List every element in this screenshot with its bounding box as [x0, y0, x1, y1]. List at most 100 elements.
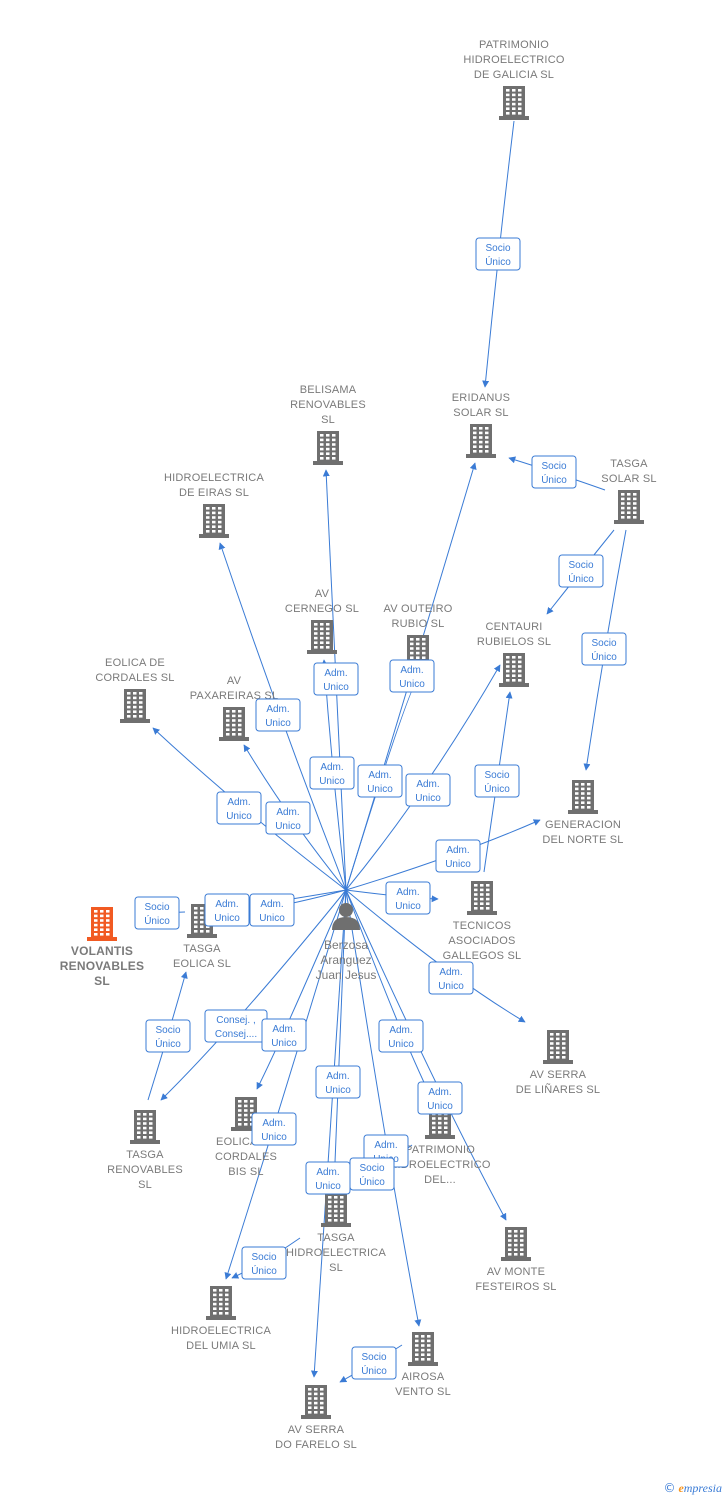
building-icon — [501, 1227, 531, 1261]
company-name-line: AV — [227, 675, 242, 687]
relation-label-line: Adm. — [326, 1071, 349, 1082]
brand-logo-initial: e — [678, 1481, 684, 1495]
company-name-line: PAXAREIRAS SL — [190, 690, 279, 702]
relation-label[interactable]: Adm.Unico — [357, 764, 403, 798]
company-name-line: DEL NORTE SL — [542, 834, 623, 846]
relation-label[interactable]: Consej. ,Consej.... — [204, 1009, 268, 1043]
copyright-footer[interactable]: © empresia — [663, 1481, 722, 1496]
relation-label-line: Único — [591, 650, 617, 663]
company-name-line: RENOVABLES — [60, 959, 144, 973]
company-name-line: AV — [315, 588, 330, 600]
relation-label-line: Único — [361, 1364, 387, 1377]
company-name-line: BIS SL — [228, 1166, 263, 1178]
relation-label-line: Unico — [438, 981, 464, 992]
relation-label[interactable]: Adm.Unico — [313, 662, 359, 696]
relation-label[interactable]: Adm.Unico — [309, 756, 355, 790]
relation-label[interactable]: Adm.Unico — [204, 893, 250, 927]
company-node-av-paxareiras[interactable]: AV PAXAREIRAS SL — [190, 675, 279, 741]
person-name-line: Juan Jesus — [316, 968, 377, 982]
relation-label[interactable]: Adm.Unico — [417, 1081, 463, 1115]
relation-label[interactable]: Adm.Unico — [305, 1161, 351, 1195]
person-name-line: Aranguez — [320, 953, 371, 967]
relation-label-line: Socio — [484, 770, 509, 781]
relation-label-line: Adm. — [227, 797, 250, 808]
relation-label[interactable]: Adm.Unico — [315, 1065, 361, 1099]
relation-label[interactable]: Adm. Unico — [389, 659, 435, 693]
relation-label[interactable]: Adm.Unico — [265, 801, 311, 835]
company-name-line: RENOVABLES — [290, 399, 366, 411]
company-name-line: AV MONTE — [487, 1266, 545, 1278]
company-name-line: SOLAR SL — [453, 407, 508, 419]
company-name-line: TASGA — [126, 1149, 164, 1161]
relation-label[interactable]: Adm.Unico — [249, 893, 295, 927]
relation-label-line: Adm. — [324, 668, 347, 679]
company-node-patrimonio-del[interactable]: PATRIMONIOHIDROELECTRICODEL... — [389, 1105, 491, 1186]
relation-label[interactable]: Adm.Unico — [405, 773, 451, 807]
relation-label-line: Unico — [399, 679, 425, 690]
company-name-line: VENTO SL — [395, 1386, 451, 1398]
relation-label[interactable]: Adm. Unico — [216, 791, 262, 825]
relation-label[interactable]: Adm.Unico — [385, 881, 431, 915]
company-name-line: RUBIO SL — [392, 618, 445, 630]
company-name-line: ASOCIADOS — [448, 935, 515, 947]
building-icon — [321, 1193, 351, 1227]
relation-label[interactable]: Adm.Unico — [261, 1018, 307, 1052]
relation-label[interactable]: Adm.Unico — [435, 839, 481, 873]
relation-label-line: Unico — [367, 784, 393, 795]
edge-labels-layer: SocioÚnicoSocioÚnicoSocioÚnicoSocioÚnico… — [134, 237, 627, 1380]
company-name-line: TASGA — [317, 1232, 355, 1244]
relation-label-line: Adm. — [416, 779, 439, 790]
relation-label-line: Único — [144, 914, 170, 927]
relation-label-line: Unico — [275, 821, 301, 832]
relation-label-line: Unico — [271, 1038, 297, 1049]
company-name-line: CERNEGO SL — [285, 603, 359, 615]
building-icon — [466, 424, 496, 458]
company-node-av-cernego[interactable]: AV CERNEGO SL — [285, 588, 359, 654]
relation-label-line: Unico — [226, 811, 252, 822]
relation-label[interactable]: Adm.Unico — [428, 961, 474, 995]
relation-label-line: Unico — [315, 1181, 341, 1192]
company-name-line: VOLANTIS — [71, 944, 133, 958]
relation-label[interactable]: Adm.Unico — [251, 1112, 297, 1146]
relation-label[interactable]: Adm.Unico — [378, 1019, 424, 1053]
relation-label-line: Único — [485, 255, 511, 268]
relation-label[interactable]: Adm.Unico — [255, 698, 301, 732]
relation-edge — [345, 889, 422, 1327]
copyright-icon: © — [663, 1481, 676, 1495]
company-name-line: EOLICA SL — [173, 958, 231, 970]
relation-label-line: Unico — [427, 1101, 453, 1112]
relation-label-line: Adm. — [400, 665, 423, 676]
relation-label-line: Adm. — [266, 704, 289, 715]
building-icon — [206, 1286, 236, 1320]
